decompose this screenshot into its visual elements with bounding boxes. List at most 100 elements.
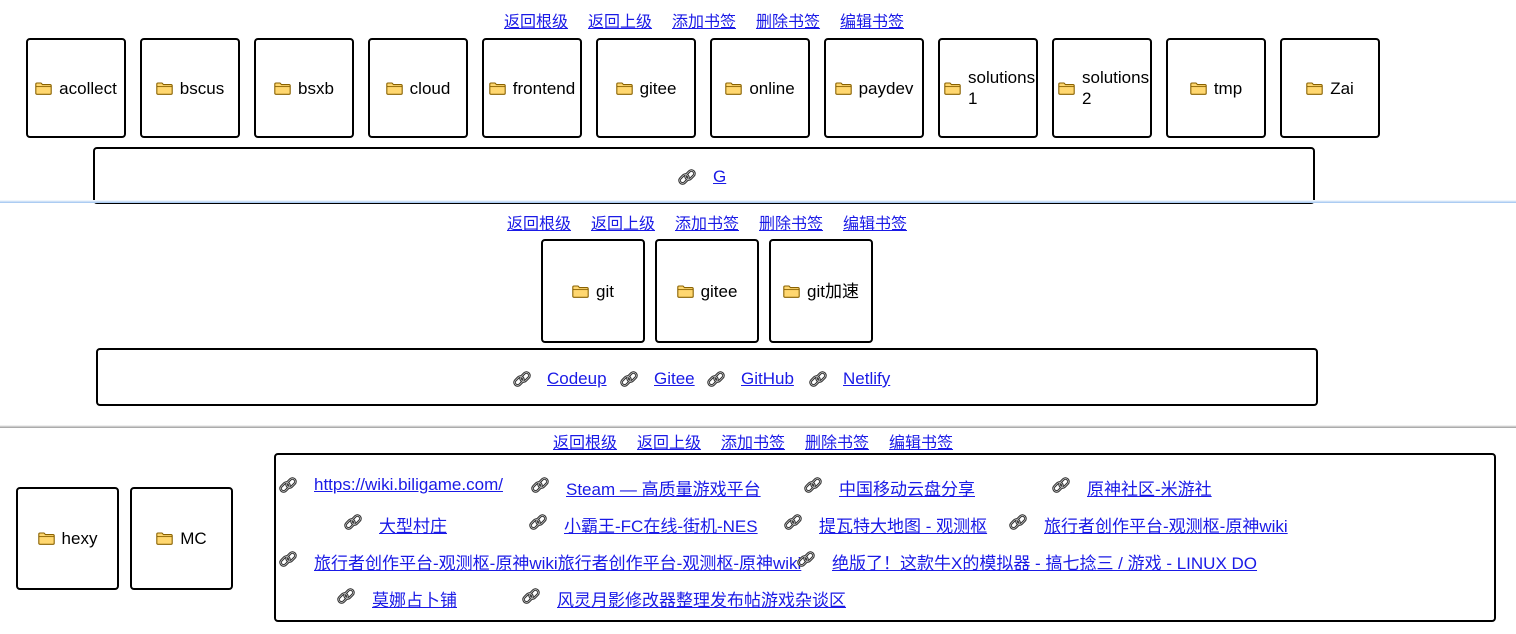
- folder-label: tmp: [1213, 78, 1243, 98]
- folder-paydev[interactable]: paydev: [824, 38, 924, 138]
- link-icon: [706, 369, 726, 389]
- bookmark-link-text[interactable]: 原神社区-米游社: [1087, 480, 1212, 499]
- folder-icon: [1058, 82, 1075, 95]
- back-up-link[interactable]: 返回上级: [637, 435, 702, 452]
- bookmark-link-text[interactable]: GitHub: [741, 369, 794, 388]
- folder-bsxb[interactable]: bsxb: [254, 38, 354, 138]
- folder-icon: [38, 532, 55, 545]
- folder-solutions-2[interactable]: solutions 2: [1052, 38, 1152, 138]
- folder-label: online: [749, 78, 795, 98]
- folder-label: git: [596, 281, 614, 301]
- folder-icon: [156, 82, 173, 95]
- back-root-link[interactable]: 返回根级: [553, 435, 618, 452]
- edit-bookmark-link[interactable]: 编辑书签: [843, 216, 908, 233]
- link-icon: [336, 586, 356, 606]
- link-icon: [278, 475, 298, 495]
- folder-icon: [616, 82, 633, 95]
- link-icon: [528, 512, 548, 532]
- folder-label: MC: [180, 529, 207, 548]
- folder-cloud[interactable]: cloud: [368, 38, 468, 138]
- bookmark-link-text[interactable]: 小霸王-FC在线-街机-NES: [564, 517, 758, 536]
- folder-label: paydev: [858, 78, 914, 98]
- bookmark-link-text[interactable]: 莫娜占卜铺: [372, 591, 457, 610]
- link-icon: [1008, 512, 1028, 532]
- bookmark-link-text[interactable]: 风灵月影修改器整理发布帖游戏杂谈区: [557, 591, 846, 610]
- folder-icon: [783, 285, 800, 298]
- folder-online[interactable]: online: [710, 38, 810, 138]
- edit-bookmark-link[interactable]: 编辑书签: [840, 14, 905, 31]
- folder-label: solutions 1: [968, 68, 1036, 108]
- folder-acollect[interactable]: acollect: [26, 38, 126, 138]
- folder-label: Zai: [1330, 78, 1354, 98]
- folder-icon: [274, 82, 291, 95]
- link-icon: [343, 512, 363, 532]
- bookmark-link-text[interactable]: 中国移动云盘分享: [839, 480, 975, 499]
- links-box: Codeup Gitee GitHub Netlify: [96, 348, 1318, 406]
- delete-bookmark-link[interactable]: 删除书签: [759, 216, 824, 233]
- link-icon: [677, 167, 697, 187]
- folder-icon: [1190, 82, 1207, 95]
- links-box: https://wiki.biligame.com/ Steam — 高质量游戏…: [274, 453, 1496, 622]
- nav-bar: 返回根级 返回上级 添加书签 删除书签 编辑书签: [504, 8, 924, 31]
- add-bookmark-link[interactable]: 添加书签: [675, 216, 740, 233]
- folder-frontend[interactable]: frontend: [482, 38, 582, 138]
- link-icon: [512, 369, 532, 389]
- link-icon: [808, 369, 828, 389]
- link-icon: [1051, 475, 1071, 495]
- folder-label: solutions 2: [1082, 68, 1150, 108]
- folder-git[interactable]: git: [541, 239, 645, 343]
- folder-label: hexy: [61, 529, 98, 548]
- add-bookmark-link[interactable]: 添加书签: [721, 435, 786, 452]
- back-up-link[interactable]: 返回上级: [588, 14, 653, 31]
- bookmark-link-text[interactable]: Gitee: [654, 369, 695, 388]
- folder-icon: [572, 285, 589, 298]
- bookmark-link-text[interactable]: 提瓦特大地图 - 观测枢: [819, 517, 988, 536]
- link-icon: [619, 369, 639, 389]
- folder-label: gitee: [700, 281, 738, 301]
- folder-mc[interactable]: MC: [130, 487, 233, 590]
- folder-gitee[interactable]: gitee: [655, 239, 759, 343]
- folder-hexy[interactable]: hexy: [16, 487, 119, 590]
- folder-icon: [156, 532, 173, 545]
- folder-icon: [1306, 82, 1323, 95]
- folder-label: gitee: [639, 78, 677, 98]
- folder-gitee[interactable]: gitee: [596, 38, 696, 138]
- bookmark-panel-1: 返回根级 返回上级 添加书签 删除书签 编辑书签 acollect bscus …: [0, 0, 1516, 204]
- panel-divider: [0, 200, 1516, 203]
- bookmark-link-text[interactable]: 大型村庄: [379, 517, 447, 536]
- links-box: G: [93, 147, 1315, 204]
- folder-icon: [677, 285, 694, 298]
- folder-zai[interactable]: Zai: [1280, 38, 1380, 138]
- folder-tmp[interactable]: tmp: [1166, 38, 1266, 138]
- panel-divider: [0, 425, 1516, 428]
- nav-bar: 返回根级 返回上级 添加书签 删除书签 编辑书签: [553, 429, 973, 452]
- folder-bscus[interactable]: bscus: [140, 38, 240, 138]
- bookmark-link-text[interactable]: 旅行者创作平台-观测枢-原神wiki: [1044, 517, 1288, 536]
- link-icon: [278, 549, 298, 569]
- edit-bookmark-link[interactable]: 编辑书签: [889, 435, 954, 452]
- folder-label: bsxb: [298, 78, 334, 98]
- bookmark-link-text[interactable]: https://wiki.biligame.com/: [314, 475, 503, 494]
- bookmark-link-text[interactable]: 绝版了！这款牛X的模拟器 - 搞七捻三 / 游戏 - LINUX DO: [832, 554, 1258, 573]
- back-root-link[interactable]: 返回根级: [504, 14, 569, 31]
- link-icon: [803, 475, 823, 495]
- folder-label: bscus: [179, 78, 225, 98]
- folder-solutions-1[interactable]: solutions 1: [938, 38, 1038, 138]
- bookmark-link-text[interactable]: Codeup: [547, 369, 607, 388]
- bookmark-link-text[interactable]: Netlify: [843, 369, 891, 388]
- bookmark-link-text[interactable]: 旅行者创作平台-观测枢-原神wiki旅行者创作平台-观测枢-原神wiki: [314, 554, 802, 573]
- folder-icon: [386, 82, 403, 95]
- folder-git-accel[interactable]: git加速: [769, 239, 873, 343]
- delete-bookmark-link[interactable]: 删除书签: [805, 435, 870, 452]
- folder-label: frontend: [512, 78, 576, 98]
- folder-label: acollect: [59, 78, 117, 98]
- add-bookmark-link[interactable]: 添加书签: [672, 14, 737, 31]
- folder-icon: [725, 82, 742, 95]
- back-up-link[interactable]: 返回上级: [591, 216, 656, 233]
- back-root-link[interactable]: 返回根级: [507, 216, 572, 233]
- bookmark-link-text[interactable]: G: [713, 167, 727, 186]
- nav-bar: 返回根级 返回上级 添加书签 删除书签 编辑书签: [507, 210, 927, 233]
- bookmark-link-text[interactable]: Steam — 高质量游戏平台: [566, 480, 761, 499]
- folder-label: cloud: [409, 78, 451, 98]
- delete-bookmark-link[interactable]: 删除书签: [756, 14, 821, 31]
